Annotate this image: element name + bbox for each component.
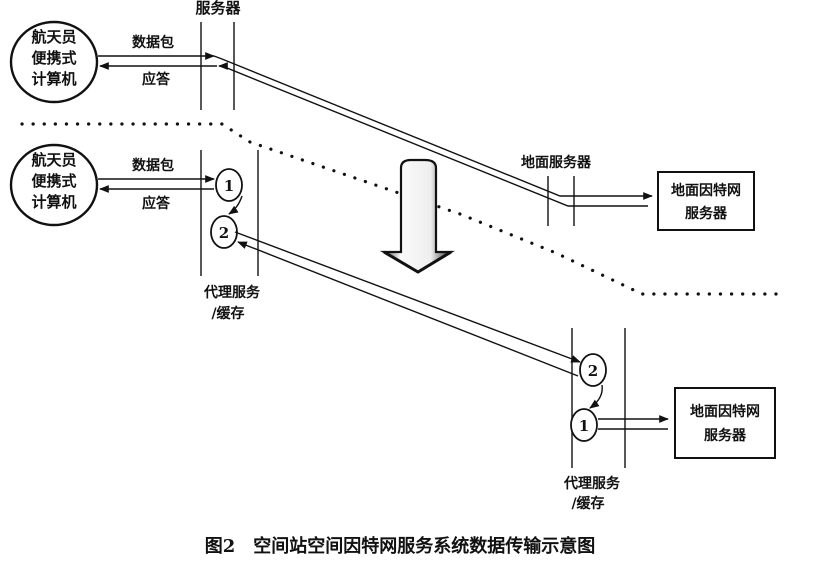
left-step-two: 2 xyxy=(210,215,238,249)
top-astronaut-line-3: 计算机 xyxy=(31,70,76,88)
left-step-two-number: 2 xyxy=(219,224,229,242)
top-astronaut-line-1: 航天员 xyxy=(31,28,76,46)
figure-caption: 图2 空间站空间因特网服务系统数据传输示意图 xyxy=(205,535,596,557)
bottom-reply-label: 应答 xyxy=(142,195,171,212)
right-step-two-number: 2 xyxy=(588,362,598,380)
right-step-two: 2 xyxy=(579,353,607,387)
left-proxy-line-2: /缓存 xyxy=(211,305,244,322)
right-proxy-line-1: 代理服务 xyxy=(563,475,621,492)
bottom-astronaut-line-3: 计算机 xyxy=(31,193,76,211)
top-astronaut-computer: 航天员 便携式 计算机 xyxy=(9,20,99,104)
bottom-ground-box-line-2: 服务器 xyxy=(704,427,747,444)
section-divider-dotted xyxy=(20,122,782,296)
right-proxy-line-2: /缓存 xyxy=(571,495,604,512)
top-diagonal-return xyxy=(218,62,648,207)
top-ground-box-line-1: 地面因特网 xyxy=(671,182,741,199)
top-ground-internet-server-box: 地面因特网 服务器 xyxy=(657,171,755,231)
bottom-astronaut-line-1: 航天员 xyxy=(31,151,76,169)
top-diagonal-forward xyxy=(213,55,653,200)
top-reply-label: 应答 xyxy=(142,71,171,88)
top-server-label: 服务器 xyxy=(195,0,241,17)
left-proxy-line-1: 代理服务 xyxy=(203,284,261,301)
right-step-one-number: 1 xyxy=(579,417,589,435)
bottom-packet-label: 数据包 xyxy=(132,157,174,174)
bottom-diagonal-return xyxy=(237,241,579,377)
bottom-astronaut-computer: 航天员 便携式 计算机 xyxy=(9,143,99,227)
top-astronaut-line-2: 便携式 xyxy=(31,49,76,67)
left-step-one-number: 1 xyxy=(224,177,234,195)
top-ground-box-line-2: 服务器 xyxy=(685,205,728,222)
left-step-one: 1 xyxy=(215,168,243,202)
transition-down-arrow-icon xyxy=(379,158,455,274)
bottom-ground-box-line-1: 地面因特网 xyxy=(690,403,760,420)
bottom-ground-internet-server-box: 地面因特网 服务器 xyxy=(674,387,776,459)
left-step-link-arrow xyxy=(228,195,243,215)
right-step-one: 1 xyxy=(570,408,598,442)
right-step-link-arrow xyxy=(589,384,603,409)
top-packet-label: 数据包 xyxy=(132,34,174,51)
ground-server-label: 地面服务器 xyxy=(521,154,592,171)
bottom-astronaut-line-2: 便携式 xyxy=(31,172,76,190)
bottom-diagonal-forward xyxy=(234,231,581,363)
